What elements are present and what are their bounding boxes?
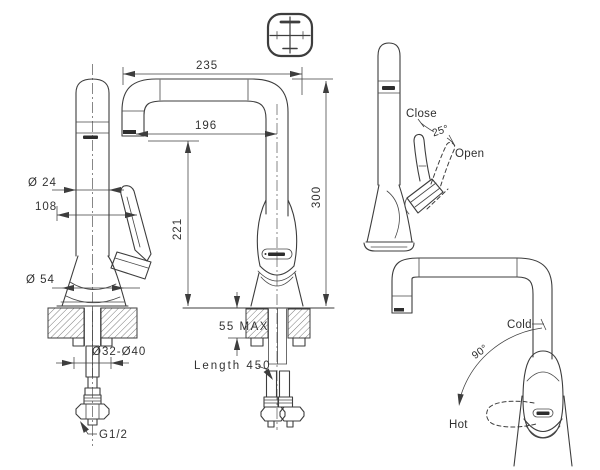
dim-spout-reach: 196 (195, 120, 217, 132)
dim-spout-diameter: Ø 24 (28, 177, 57, 189)
brand-logo-mark (382, 86, 395, 90)
first-angle-projection-icon (266, 12, 314, 58)
rotation-annotation: Cold 90° Hot (449, 318, 547, 431)
hex-nut (260, 406, 286, 422)
side-view: 235 196 221 300 55 MAX (121, 60, 335, 430)
label-rotation-angle: 90° (470, 342, 491, 362)
lever-open-dashed (426, 141, 456, 210)
high-arc-spout (391, 257, 553, 360)
brand-logo-mark (536, 411, 550, 415)
label-open-angle: 25° (431, 123, 451, 140)
handle-lever (110, 185, 152, 280)
aerator-tip (123, 130, 136, 134)
supply-shank (75, 345, 110, 426)
handle-angle-view: Close 25° Open (363, 42, 484, 252)
faucet-body (56, 255, 129, 307)
dim-overall-depth: 235 (196, 60, 218, 72)
dim-thread: G1/2 (99, 429, 128, 441)
dim-spout-height: 221 (172, 218, 184, 240)
lever-closed (413, 133, 431, 182)
deck-section (245, 308, 311, 365)
aerator-tip (394, 308, 404, 312)
faucet-body (250, 199, 304, 307)
spout-column (377, 42, 401, 186)
label-close: Close (406, 108, 437, 120)
handle-dome (513, 350, 573, 467)
dim-hose-length: Length 450 (194, 360, 272, 372)
dim-mount-hole: Ø32-Ø40 (92, 346, 146, 358)
label-cold: Cold (507, 319, 532, 331)
dim-overall-height: 300 (311, 186, 323, 208)
side-dimensions: 235 196 221 300 55 MAX (122, 60, 333, 382)
dim-body-diameter: Ø 54 (26, 274, 55, 286)
high-arc-spout (121, 78, 289, 217)
mounting-nut-section (47, 307, 138, 347)
dim-handle-span: 108 (35, 201, 57, 213)
rear-view: Ø 24 108 Ø 54 Ø32-Ø40 G1/2 (26, 64, 152, 446)
brand-logo-mark (268, 252, 285, 256)
rear-dimensions: Ø 24 108 Ø 54 Ø32-Ø40 G1/2 (26, 177, 146, 441)
handle-hot-position-dashed (486, 400, 537, 428)
spout-column (75, 78, 110, 257)
brand-logo-mark (83, 135, 98, 139)
supply-hoses (260, 370, 305, 428)
hex-nut (75, 403, 110, 420)
angle-annotation: Close 25° Open (406, 108, 484, 160)
label-hot: Hot (449, 419, 468, 431)
hex-nut (279, 406, 305, 422)
rotation-view: Cold 90° Hot (391, 257, 573, 467)
label-open: Open (455, 148, 484, 160)
cartridge-cap (404, 178, 444, 215)
faucet-body (363, 184, 415, 252)
dim-deck-thickness: 55 MAX (219, 321, 269, 333)
